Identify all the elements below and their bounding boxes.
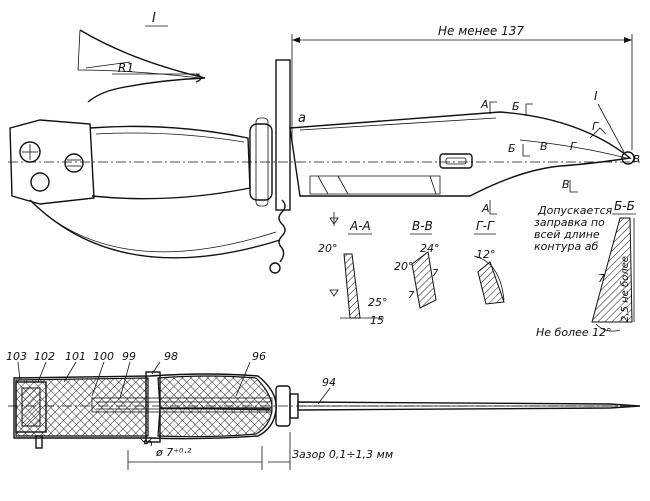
gap-dimension: Зазор 0,1÷1,3 мм (292, 448, 393, 461)
max-12-note: Не более 12° (536, 326, 612, 339)
section-mark-b-top: Б (512, 100, 520, 113)
section-vv: В-В 20° 24° 7 7 (394, 219, 440, 309)
section-mark-a-top: А (480, 98, 489, 111)
detail-roman-label: I (152, 11, 156, 26)
part-98: 98 (164, 350, 178, 363)
bayonet-section-view: 103 102 101 100 99 98 96 94 ø 7⁺⁰·² 3 За… (6, 350, 641, 470)
detail-radius-label: R1 (118, 61, 134, 75)
section-gg: Г-Г 12° (473, 219, 505, 305)
knife-side-view: Не менее 137 а в I (8, 24, 640, 274)
part-99: 99 (122, 350, 136, 363)
part-100: 100 (93, 350, 114, 363)
length-dimension: Не менее 137 (438, 24, 524, 38)
section-mark-v-mid: В (540, 140, 548, 153)
section-aa-title: А-А (349, 219, 371, 233)
section-aa: А-А 20° 25° 15 (318, 212, 388, 327)
detail-i-view: I R1 (77, 11, 206, 103)
note-line-2: заправка по (534, 216, 605, 229)
section-vv-title: В-В (412, 219, 433, 233)
note-line-4: контура аб (534, 240, 598, 253)
note-line-1: Допускается (537, 204, 613, 217)
part-102: 102 (34, 350, 55, 363)
section-mark-g-top: Г (592, 120, 599, 133)
note-line-3: всей длине (534, 228, 600, 241)
section-aa-angle1: 20° (318, 242, 338, 255)
section-bb: Б-Б 7 2,5 не более Не более 12° (536, 199, 636, 339)
part-94: 94 (322, 376, 336, 389)
part-101: 101 (65, 350, 86, 363)
section-vv-rough1: 7 (432, 268, 439, 279)
section-aa-angle2: 25° (368, 296, 388, 309)
roughness-symbol (329, 212, 339, 226)
section-aa-width: 15 (370, 314, 384, 327)
section-mark-a-bot: А (481, 202, 490, 215)
section-mark-g-mid: Г (570, 140, 577, 153)
section-bb-title: Б-Б (614, 199, 635, 213)
section-bb-rough: 7 (598, 272, 605, 285)
point-a-label: а (298, 111, 306, 126)
section-bb-max25: 2,5 не более (619, 256, 631, 322)
part-96: 96 (252, 350, 266, 363)
section-gg-angle: 12° (476, 248, 496, 261)
section-vv-rough2: 7 (408, 290, 415, 301)
roughness-3: 3 (142, 439, 155, 446)
section-mark-b-mid: Б (508, 142, 516, 155)
detail-ref-label: I (594, 89, 598, 103)
sharpening-note: Допускается заправка по всей длине конту… (534, 204, 613, 253)
bore-dimension: ø 7⁺⁰·² (155, 446, 192, 459)
part-103: 103 (6, 350, 27, 363)
point-v-label: в (633, 151, 640, 165)
section-gg-title: Г-Г (476, 219, 495, 233)
section-mark-v-bot: В (562, 178, 570, 191)
section-vv-angle1: 20° (394, 260, 414, 273)
section-vv-angle2: 24° (420, 242, 440, 255)
